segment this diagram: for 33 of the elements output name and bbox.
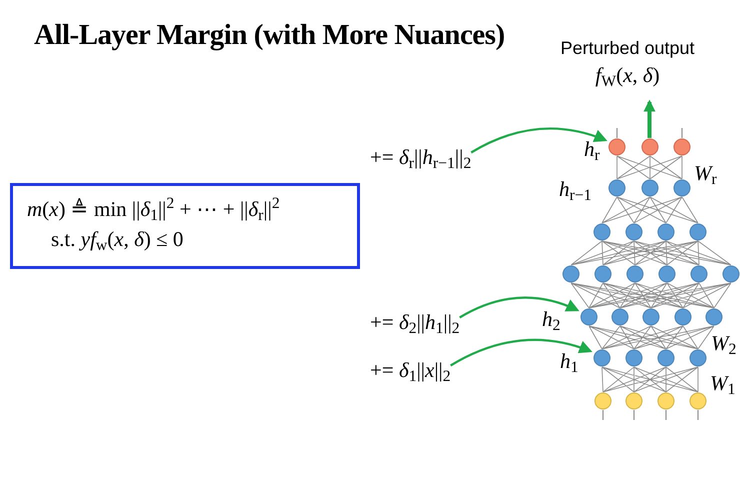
weight-label: W$_{r}$ (694, 160, 717, 190)
formula-text: += δ$_{1}$||x||$_{2}$ (370, 357, 451, 385)
neuron-layer-drawing (593, 223, 707, 241)
formula-text: m(x) ≜ min ||δ$_{1}$||$^{2}$ + ⋯ + ||δ$_{r}$||$^{2}$ (27, 194, 281, 224)
arrow (644, 100, 656, 138)
neuron-layer-drawing (608, 138, 691, 156)
layer-label: h$_{r}$ (584, 136, 600, 166)
formula-text: f$_{W}$(x, δ) (595, 62, 660, 90)
output-label: Perturbed output (560, 37, 695, 60)
layer-label: h$_{2}$ (542, 306, 560, 336)
title: All-Layer Margin (with More Nuances) (34, 18, 505, 53)
formula-text: += δ$_{2}$||h$_{1}$||$_{2}$ (370, 309, 460, 337)
weight-label: W$_{2}$ (711, 330, 736, 360)
connection-lines (570, 240, 732, 266)
neuron-layer-drawing (608, 179, 691, 197)
connection-lines (602, 196, 698, 224)
connection-lines (588, 326, 714, 350)
neuron-layer-drawing (594, 392, 707, 410)
arrow (470, 127, 608, 154)
connection-lines (616, 156, 682, 180)
formula-text: s.t. yf$_{w}$(x, δ) ≤ 0 (50, 226, 184, 254)
weight-label: W$_{1}$ (710, 370, 736, 400)
neuron-layer-drawing (593, 349, 707, 367)
connection-lines (570, 282, 732, 308)
neuron-layer-drawing (580, 308, 723, 326)
arrow (459, 296, 580, 318)
formula-text: += δ$_{r}$||h$_{r−1}$||$_{2}$ (370, 144, 472, 172)
arrow (450, 338, 592, 366)
layer-label: h$_{r−1}$ (559, 176, 592, 206)
connection-lines (602, 366, 698, 392)
layer-label: h$_{1}$ (560, 348, 578, 378)
neuron-layer-drawing (562, 265, 740, 283)
formula-box (10, 183, 360, 269)
